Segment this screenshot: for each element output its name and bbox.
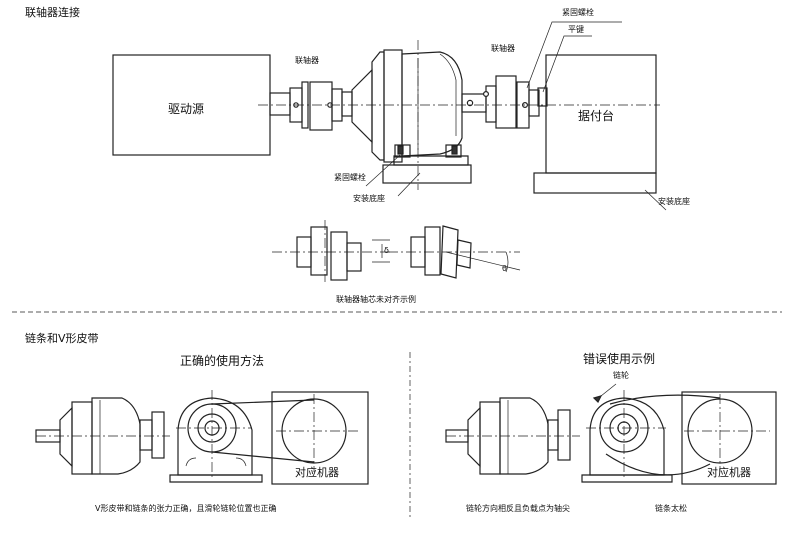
label-coupling-right: 联轴器	[491, 44, 515, 53]
label-bolt-bottom: 紧固螺栓	[334, 173, 366, 182]
caption-wrong-right: 链条太松	[655, 504, 687, 513]
correct-machine	[271, 391, 369, 485]
correct-reducer-front	[169, 390, 263, 483]
symbol-delta: δ	[384, 246, 389, 255]
correct-reducer-side	[35, 397, 170, 475]
symbol-theta: θ	[502, 264, 507, 273]
caption-correct: V形皮带和链条的张力正确，且滑轮链轮位置也正确	[95, 504, 277, 513]
label-driver: 驱动源	[168, 102, 205, 116]
wrong-chain	[605, 394, 721, 476]
label-correct-machine: 对应机器	[295, 466, 339, 479]
caption-misalignment: 联轴器轴芯未对齐示例	[336, 295, 416, 304]
driven-box	[533, 54, 657, 194]
wrong-machine	[681, 391, 777, 485]
label-key: 平键	[568, 25, 584, 34]
misalign-parallel	[272, 220, 392, 282]
label-coupling-left: 联轴器	[295, 56, 319, 65]
heading-correct: 正确的使用方法	[180, 354, 265, 368]
section-title-chain-belt: 链条和V形皮带	[25, 332, 99, 345]
misalign-angular	[388, 225, 521, 279]
heading-wrong: 错误使用示例	[583, 352, 656, 366]
label-base-right: 安装底座	[658, 197, 690, 206]
section-title-coupling: 联轴器连接	[25, 6, 80, 19]
coupling-right	[483, 75, 540, 129]
label-driven: 据付台	[578, 109, 615, 123]
coupling-left	[289, 81, 343, 131]
wrong-reducer-side	[445, 397, 580, 475]
label-wrong-machine: 对应机器	[707, 466, 751, 479]
correct-belt	[211, 399, 315, 463]
label-base-left: 安装底座	[353, 194, 385, 203]
caption-wrong-left: 链轮方向相反且负载点为轴尖	[466, 504, 570, 513]
base-left	[382, 164, 472, 184]
label-sprocket: 链轮	[613, 371, 629, 380]
label-bolt-top: 紧固螺栓	[562, 8, 594, 17]
reducer-top	[341, 49, 487, 166]
wrong-reducer-front	[581, 390, 673, 483]
